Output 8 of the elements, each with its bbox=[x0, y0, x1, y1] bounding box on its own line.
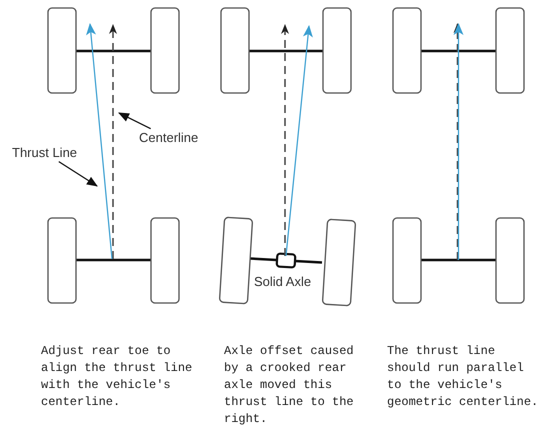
part-label: Solid Axle bbox=[254, 274, 312, 289]
caption-text: Adjust rear toe to align the thrust line with the vehicle's centerline. bbox=[41, 343, 194, 411]
callout-label: Centerline bbox=[139, 130, 198, 145]
caption-text: Axle offset caused by a crooked rear axle moved this thrust line to the right. bbox=[224, 343, 355, 428]
leader-line bbox=[118, 112, 151, 130]
leader-line bbox=[58, 161, 98, 187]
callout-label: Thrust Line bbox=[12, 145, 78, 160]
caption-text: The thrust line should run parallel to the vehicle's geometric centerline. bbox=[387, 343, 540, 411]
